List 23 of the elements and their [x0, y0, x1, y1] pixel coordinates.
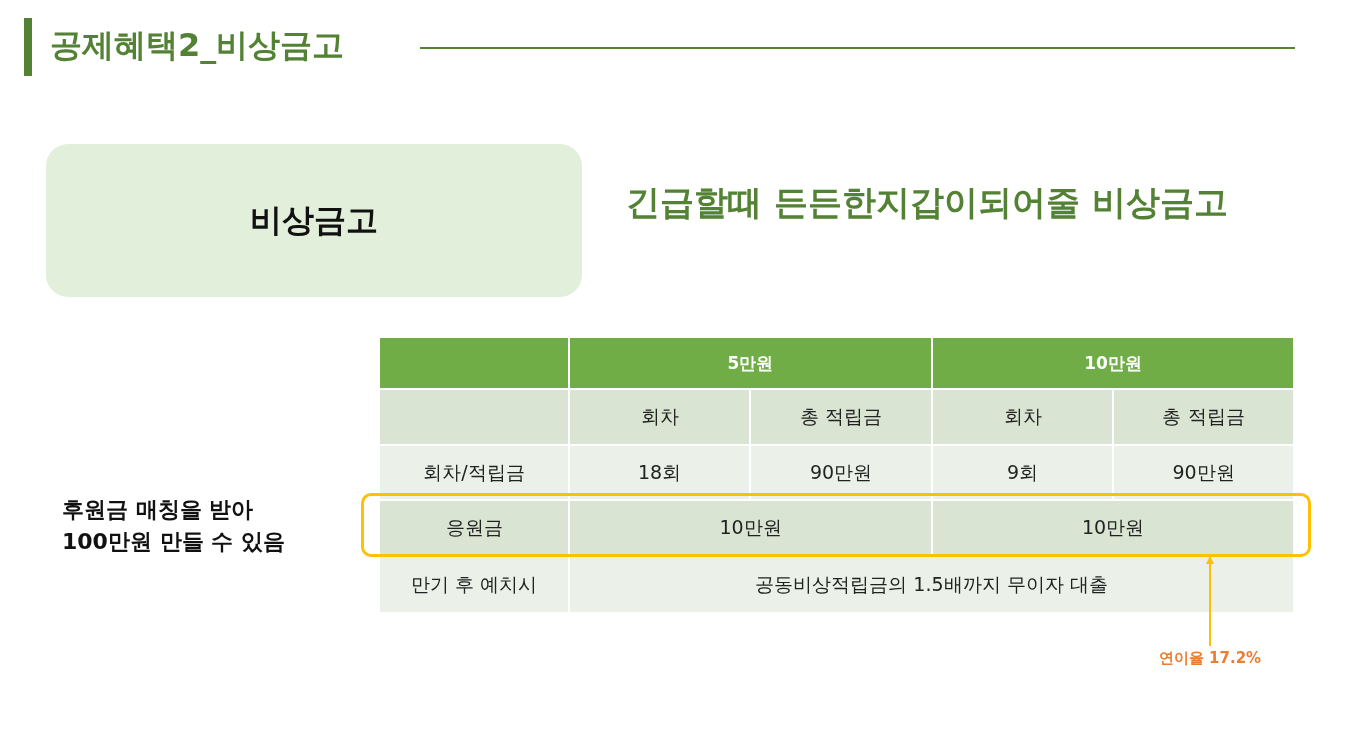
table-cell: 회차	[569, 389, 750, 445]
table-cell: 90만원	[1113, 445, 1294, 500]
rate-note: 연이율 17.2%	[1135, 646, 1285, 670]
table-cell: 응원금	[379, 500, 569, 556]
slide-title: 공제혜택2_비상금고	[50, 25, 345, 66]
highlight-frame	[361, 493, 1311, 557]
table-cell: 회차	[932, 389, 1113, 445]
header-cell: 10만원	[932, 337, 1294, 389]
table-cell: 9회	[932, 445, 1113, 500]
rounded-box: 비상금고	[46, 144, 582, 297]
table-cell: 총 적립금	[750, 389, 932, 445]
subtitle: 긴급할때 든든한지갑이되어줄 비상금고	[626, 181, 1228, 224]
table-cell: 공동비상적립금의 1.5배까지 무이자 대출	[569, 556, 1294, 613]
table-cell: 90만원	[750, 445, 932, 500]
arrow	[1206, 556, 1214, 647]
side-note: 후원금 매칭을 받아 100만원 만들 수 있음	[62, 496, 286, 556]
table-cell: 10만원	[569, 500, 932, 556]
table-cell: 회차/적립금	[379, 445, 569, 500]
table-cell: 18회	[569, 445, 750, 500]
table-cell: 총 적립금	[1113, 389, 1294, 445]
table-cell: 만기 후 예치시	[379, 556, 569, 613]
table-cell: 10만원	[932, 500, 1294, 556]
header-cell: 5만원	[569, 337, 932, 389]
